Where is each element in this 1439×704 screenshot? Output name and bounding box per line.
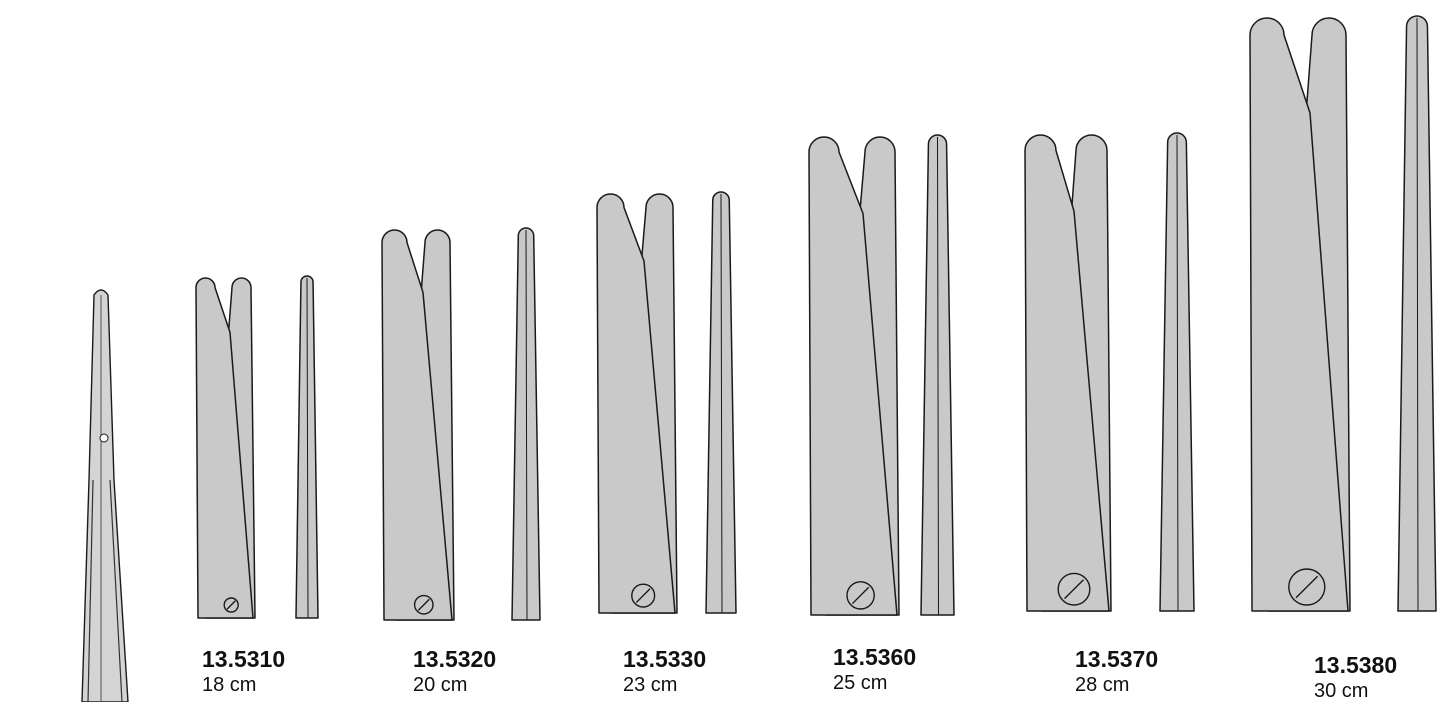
scissor-side-view [81,289,129,702]
product-size: 18 cm [202,674,257,696]
product-size: 23 cm [623,674,678,696]
scissor-blade-open [596,193,676,614]
product-label-13-5330: 13.5330 23 cm [623,646,706,698]
product-label-13-5370: 13.5370 28 cm [1075,646,1158,698]
scissor-blade-open [1249,17,1349,612]
product-code: 13.5360 [833,644,917,670]
blade-edge-line [937,136,939,616]
blade-edge-line [1176,134,1179,612]
product-label-13-5310: 13.5310 18 cm [202,646,285,698]
blade-pair [1024,132,1195,612]
product-label-13-5380: 13.5380 30 cm [1314,652,1397,704]
scissor-blade-open [808,136,898,616]
product-code: 13.5380 [1314,652,1398,678]
product-code: 13.5310 [202,646,286,672]
scissor-blade-open [195,277,254,619]
pivot-screw-icon [1288,568,1326,606]
blade-pair [596,191,737,614]
product-size: 30 cm [1314,680,1369,702]
product-size: 25 cm [833,672,888,694]
blade-edge-line [1416,17,1419,612]
product-label-13-5320: 13.5320 20 cm [413,646,496,698]
product-code: 13.5320 [413,646,497,672]
product-size: 28 cm [1075,674,1130,696]
product-label-13-5360: 13.5360 25 cm [833,644,916,696]
screw-slot [1295,575,1319,599]
pivot-screw-icon [413,594,434,615]
product-size: 20 cm [413,674,468,696]
pivot-screw-icon [223,597,239,613]
scissor-blade-open [1024,134,1110,612]
screw-slot [417,598,430,611]
product-code: 13.5330 [623,646,707,672]
screw-slot [226,600,236,610]
blade-pair [381,227,541,621]
product-code: 13.5370 [1075,646,1159,672]
screw-slot [635,588,651,603]
blade-edge-line [306,277,309,619]
pivot-screw-icon [846,581,875,610]
screw-slot [851,586,870,605]
blade-edge-line [525,229,528,621]
scissor-blade-open [381,229,453,621]
blade-pair [808,134,955,616]
screw-slot [1064,579,1084,600]
blade-pairs [195,15,1437,621]
blade-edge-line [720,193,723,614]
blade-pair [195,275,319,619]
pivot-screw-icon [631,583,656,608]
pivot-screw-icon [1057,572,1091,606]
blade-pair [1249,15,1437,612]
